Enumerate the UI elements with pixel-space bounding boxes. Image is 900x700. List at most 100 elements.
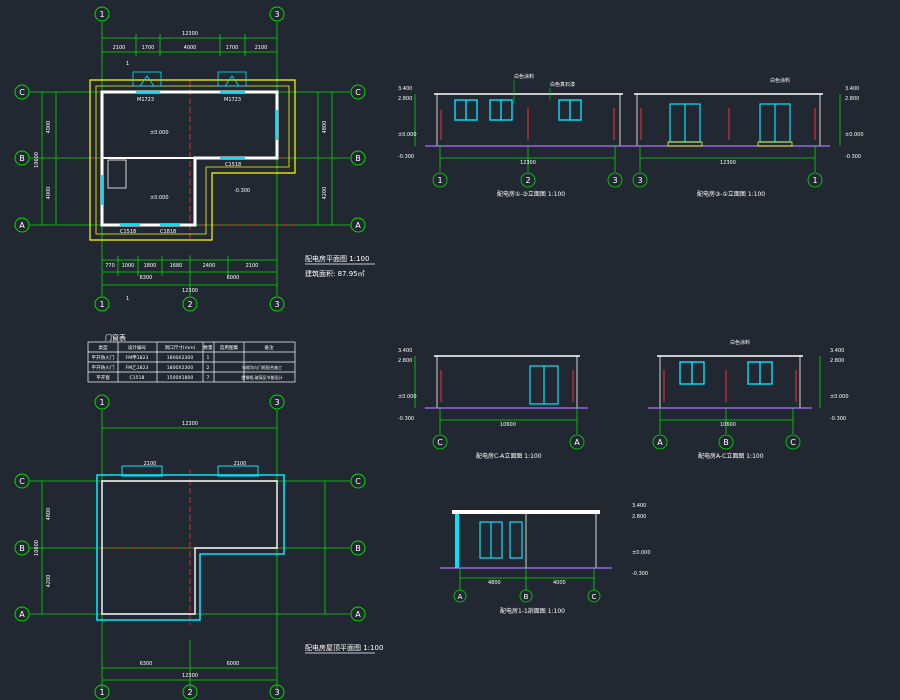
roof-plan: 1 3 1 2 3 C B A C B A 12300 2100 2100 63… — [14, 394, 383, 700]
plan1-window-label-3: C1518 — [225, 162, 241, 168]
elev2-note-1: 白色涂料 — [770, 77, 790, 84]
plan2-dim-bottom-1: 6300 — [140, 661, 153, 667]
plan1-door-label-1: M1723 — [137, 97, 154, 103]
elev2-elev-2: 2.800 — [845, 96, 859, 102]
elev1-leaders — [513, 80, 551, 104]
schedule-header-note: 备注 — [264, 344, 274, 351]
section-roof-slab — [452, 510, 600, 514]
elev2-elev-4: -0.300 — [845, 154, 861, 160]
schedule-r2-note: 电缆沟与门框配合施工 — [242, 364, 282, 370]
schedule-r3-code: C1518 — [130, 375, 145, 381]
plan1-dim-left-2: 4000 — [46, 187, 52, 200]
schedule-header-type: 类型 — [98, 344, 108, 351]
plan1-inner-outline — [95, 85, 290, 235]
plan2-axis-3-bottom: 3 — [274, 688, 279, 697]
schedule-r2-qty: 2 — [207, 365, 210, 371]
elev4-dim: 10600 — [720, 422, 736, 428]
elev1-axis-1: 1 — [437, 176, 442, 185]
elev4-title: 配电房A-C立面图 1:100 — [698, 452, 764, 460]
plan1-window-label-2: C1818 — [160, 229, 176, 235]
elev4-axis-a: A — [657, 438, 663, 447]
section-axis-b: B — [524, 593, 529, 601]
elevation-c-a: C A 3.400 2.800 ±0.000 -0.300 10600 配电房C… — [398, 348, 588, 460]
plan1-dim-total-bottom: 12300 — [182, 288, 198, 294]
plan2-dim-total-bottom: 12300 — [182, 673, 198, 679]
plan2-axis-1-bottom: 1 — [99, 688, 104, 697]
plan2-dim-left-1: 4800 — [46, 508, 52, 521]
section-wall-left — [455, 514, 459, 568]
elev3-door — [529, 365, 559, 405]
plan1-axis-1-bottom: 1 — [99, 300, 104, 309]
plan1-dim-top-1: 2100 — [113, 45, 126, 51]
schedule-r1-qty: 1 — [207, 355, 210, 361]
schedule-header-atlas: 选用图集 — [220, 344, 239, 351]
section-elev-3: ±0.000 — [632, 550, 651, 556]
plan1-section-mark-top: 1 — [126, 61, 129, 67]
plan1-axis-c-right: C — [355, 88, 361, 97]
plan1-dim-bottom-2: 1000 — [122, 263, 135, 269]
plan2-dim-left-2: 4200 — [46, 575, 52, 588]
plan2-dim-top-1: 2100 — [144, 461, 157, 467]
schedule-title: 门窗表 — [105, 333, 126, 342]
plan1-windows — [101, 91, 278, 226]
elev3-elev-1: 3.400 — [398, 348, 412, 354]
plan1-dim-bottom-4: 1680 — [170, 263, 183, 269]
schedule-r2-type: 平开防火门 — [92, 364, 115, 371]
elev4-elev-1: 3.400 — [830, 348, 844, 354]
plan2-axis-b-left: B — [19, 544, 25, 553]
plan1-dim-bottom-5: 2400 — [203, 263, 216, 269]
elevation-1-3: 1 2 3 3.400 2.800 ±0.000 -0.300 白色涂料 白色真… — [398, 73, 628, 198]
schedule-r3-note: 塑钢框,玻璃见节能设计 — [241, 374, 282, 380]
elev2-elev-1: 3.400 — [845, 86, 859, 92]
elev1-note-2: 白色真石漆 — [550, 81, 575, 88]
elev3-red-marks — [440, 370, 574, 402]
schedule-r2-code: FM乙1823 — [126, 364, 149, 371]
plan2-dim-total-top: 12300 — [182, 421, 198, 427]
elev3-axis-c: C — [437, 438, 443, 447]
elev1-elev-3: ±0.000 — [398, 132, 417, 138]
elev4-elev-4: -0.300 — [830, 416, 846, 422]
elev2-axis-3: 3 — [637, 176, 642, 185]
schedule-r3-type: 平开窗 — [96, 374, 110, 381]
plan2-scuppers — [121, 465, 259, 477]
plan1-axis-a-left: A — [19, 221, 25, 230]
plan2-roof-outline — [96, 474, 285, 621]
schedule-r3-qty: 7 — [207, 375, 210, 381]
plan2-axis-c-left: C — [19, 477, 25, 486]
elev3-axis-a: A — [574, 438, 580, 447]
elev2-title: 配电房③-①立面图 1:100 — [697, 190, 765, 198]
schedule-r1-code: FM甲1823 — [126, 355, 149, 361]
section-axis-a: A — [458, 593, 463, 601]
schedule-r2-size: 1800X2300 — [167, 365, 194, 371]
plan1-axis-bubbles — [14, 6, 366, 312]
elev2-dims — [632, 94, 841, 188]
elev4-windows — [679, 361, 773, 385]
plan1-dim-top-3: 4000 — [184, 45, 197, 51]
plan1-doors — [132, 71, 247, 87]
plan1-section-mark-bottom: 1 — [126, 296, 129, 302]
elev2-elev-3: ±0.000 — [845, 132, 864, 138]
section-elev-1: 3.400 — [632, 503, 646, 509]
plan1-dim-bottom-6: 2100 — [246, 263, 259, 269]
elev1-title: 配电房①-③立面图 1:100 — [497, 190, 565, 198]
elev1-axis-2: 2 — [525, 176, 530, 185]
elev3-elev-4: -0.300 — [398, 416, 414, 422]
elev4-axis-c: C — [790, 438, 796, 447]
plan1-axis-b-left: B — [19, 154, 25, 163]
elev1-windows — [454, 99, 582, 121]
floor-plan: 1 3 1 2 3 C B A C B A 12300 2100 1700 40… — [14, 6, 375, 312]
plan1-axis-1-top: 1 — [99, 10, 104, 19]
plan2-dim-total-left: 10600 — [34, 540, 40, 556]
elev3-dim: 10600 — [500, 422, 516, 428]
elev4-note-1: 白色涂料 — [730, 339, 750, 346]
elev1-dims — [414, 94, 623, 188]
elev2-red-marks — [640, 108, 816, 140]
plan1-area-note: 建筑面积: 87.95㎡ — [305, 269, 365, 278]
plan1-dim-top-2: 1700 — [142, 45, 155, 51]
elev1-elev-4: -0.300 — [398, 154, 414, 160]
plan1-axis-b-right: B — [355, 154, 361, 163]
elev3-title: 配电房C-A立面图 1:100 — [476, 452, 542, 460]
plan1-axis-a-right: A — [355, 221, 361, 230]
